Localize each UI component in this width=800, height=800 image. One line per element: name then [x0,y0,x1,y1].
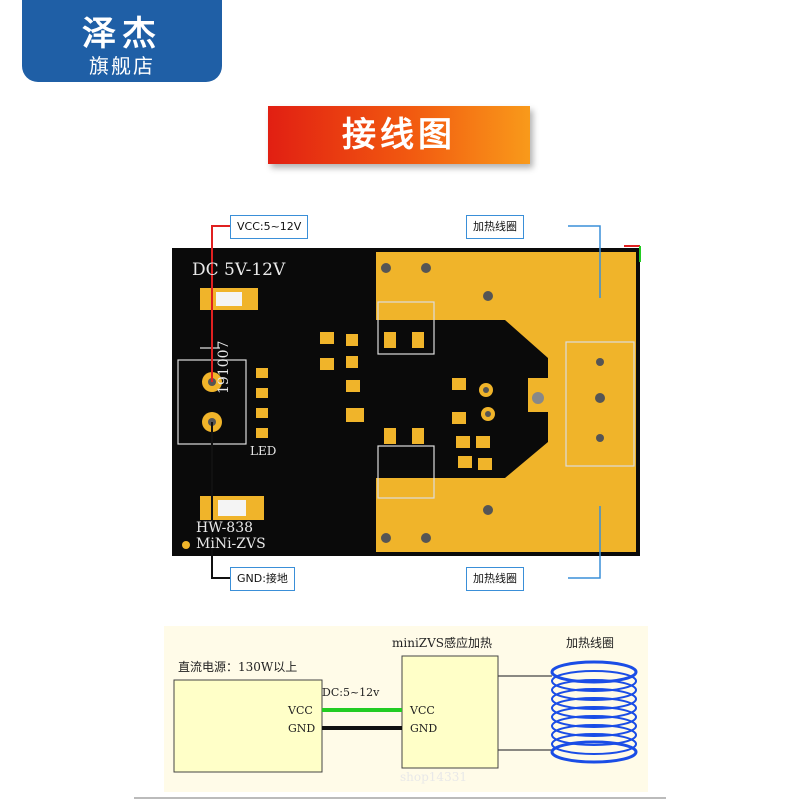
smd-pad [346,356,358,368]
watermark: shop14331 [400,770,467,784]
smd-pad [476,436,490,448]
pcb-model-line2: MiNi-ZVS [196,536,266,552]
via-hole [483,387,489,393]
via-hole [532,392,544,404]
via-hole [596,434,604,442]
mosfet-outline [377,301,435,355]
smd-pad [320,358,334,370]
led-pad [256,408,268,418]
dc-voltage-label: DC:5~12v [322,686,380,699]
brand-name: 泽杰 [82,14,162,54]
coil-label: 加热线圈 [566,636,615,650]
smd-pad [458,456,472,468]
pcb-model-line1: HW-838 [196,520,254,536]
via-hole [421,263,431,273]
led-pad [256,368,268,378]
callout-heat-top: 加热线圈 [466,215,524,239]
smd-component [218,500,246,516]
via-hole [381,263,391,273]
smd-pad [478,458,492,470]
led-pad [256,428,268,438]
psu-gnd-label: GND [288,722,316,735]
led-pad [256,388,268,398]
brand-badge: 泽杰 旗舰店 [22,0,222,82]
power-supply-box [173,679,323,773]
copper-pad-area [376,252,636,552]
vcc-wire [211,225,230,382]
via-hole [421,533,431,543]
smd-pad [346,334,358,346]
module-gnd-label: GND [410,722,438,735]
pcb-led-label: LED [250,444,277,458]
via-hole [483,291,493,301]
smd-pad [456,436,470,448]
callout-gnd: GND:接地 [230,567,295,591]
via-hole [485,411,491,417]
mosfet-outline [377,445,435,499]
smd-pad [320,332,334,344]
smd-pad [412,332,424,348]
brand-subtitle: 旗舰店 [89,54,155,78]
callout-heat-bottom: 加热线圈 [466,567,524,591]
via-hole [381,533,391,543]
power-supply-label: 直流电源：130W以上 [178,660,298,674]
pcb-date-code: 191007 [216,340,232,394]
coil-terminal-outline [565,341,635,467]
via-hole [483,505,493,515]
pcb-voltage-label: DC 5V-12V [192,260,286,280]
zvs-module-label: miniZVS感应加热 [392,636,493,650]
zvs-module-box [401,655,499,769]
smd-pad [346,380,360,392]
heat-top-leader [568,225,601,298]
heat-bottom-leader [568,506,601,579]
gnd-wire [211,422,230,579]
callout-vcc: VCC:5~12V [230,215,309,239]
smd-pad [384,332,396,348]
smd-pad [412,428,424,444]
via-hole [596,358,604,366]
heating-coil-graphic [550,660,638,764]
pin1-marker [182,541,190,549]
psu-vcc-label: VCC [288,704,313,717]
smd-pad [452,412,466,424]
smd-pad [346,408,364,422]
smd-pad [384,428,396,444]
via-hole [595,393,605,403]
title-banner: 接线图 [268,106,530,164]
smd-pad [452,378,466,390]
smd-component [216,292,242,306]
module-vcc-label: VCC [410,704,435,717]
